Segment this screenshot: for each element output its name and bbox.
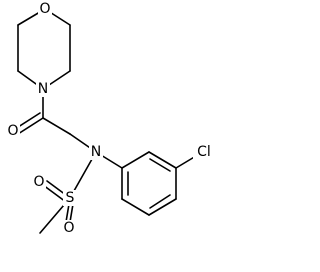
aromatic-bond xyxy=(149,194,171,209)
bond xyxy=(175,155,197,169)
bonds xyxy=(14,8,197,234)
molecule-diagram: O N O N S O O Cl xyxy=(6,1,215,236)
atom-label-carbonyl-oxygen: O xyxy=(7,123,18,139)
bond xyxy=(42,117,71,135)
bond xyxy=(121,151,150,169)
double-bond xyxy=(42,184,67,203)
aromatic-bond xyxy=(149,158,171,172)
atom-labels: O N O N S O O Cl xyxy=(6,1,215,236)
atom-label-sulfonamide-nitrogen: N xyxy=(91,144,101,160)
bond xyxy=(148,151,177,169)
bond xyxy=(148,198,177,216)
bond xyxy=(121,198,150,216)
double-bond xyxy=(17,117,44,135)
atom-label-sulfur: S xyxy=(66,190,75,206)
atom-label-sulfonyl-oxygen-lower: O xyxy=(63,220,74,236)
atom-label-sulfonyl-oxygen-upper: O xyxy=(33,174,44,190)
atom-label-chlorine: Cl xyxy=(197,144,211,160)
atom-label-morpholine-nitrogen: N xyxy=(38,81,48,97)
atom-label-morpholine-oxygen: O xyxy=(39,1,50,17)
